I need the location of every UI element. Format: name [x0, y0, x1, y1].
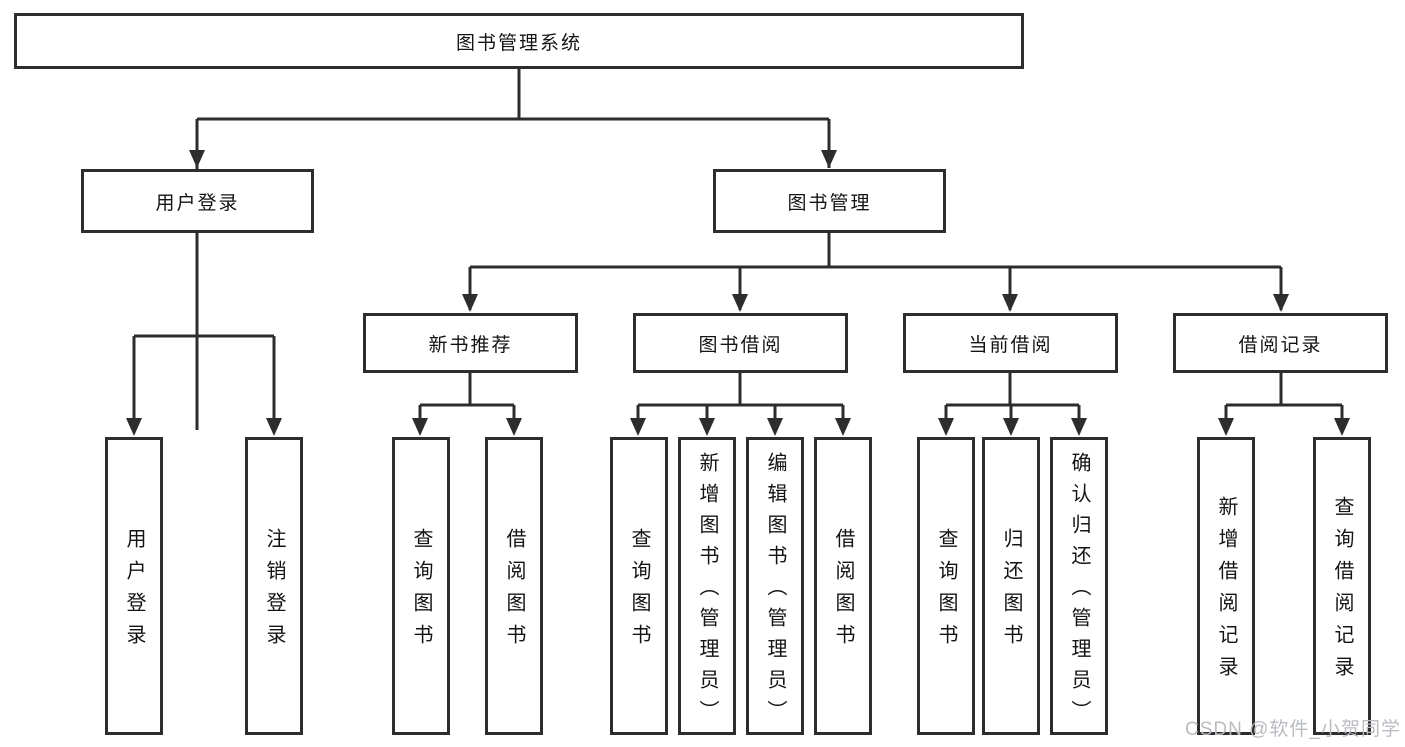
- leaf-query-books-recommend: 查询图书: [392, 437, 450, 735]
- node-label: 借阅记录: [1238, 334, 1323, 356]
- node-borrowing-records: 借阅记录: [1173, 313, 1388, 373]
- arrowheads: [126, 150, 1350, 436]
- leaf-return-books: 归还图书: [982, 437, 1040, 735]
- node-label: 注销登录: [263, 528, 285, 656]
- node-label: 用户登录: [155, 192, 240, 214]
- leaf-borrow-books: 借阅图书: [814, 437, 872, 735]
- node-label: 图书管理: [787, 192, 872, 214]
- leaf-query-books-current: 查询图书: [917, 437, 975, 735]
- csdn-watermark: CSDN @软件_小贺同学: [1185, 719, 1401, 740]
- node-current-borrowing: 当前借阅: [903, 313, 1118, 373]
- node-label: 查询图书: [628, 528, 650, 656]
- leaf-query-books-borrowing: 查询图书: [610, 437, 668, 735]
- leaf-logout: 注销登录: [245, 437, 303, 735]
- node-label: 借阅图书: [832, 528, 854, 656]
- node-label: 查询借阅记录: [1331, 496, 1353, 688]
- node-label: 新书推荐: [428, 334, 513, 356]
- node-label: 编辑图书（管理员）: [764, 452, 786, 731]
- node-label: 新增图书（管理员）: [696, 452, 718, 731]
- node-book-management: 图书管理: [713, 169, 946, 233]
- node-label: 新增借阅记录: [1215, 496, 1237, 688]
- node-label: 归还图书: [1000, 528, 1022, 656]
- node-book-borrowing: 图书借阅: [633, 313, 848, 373]
- node-new-book-recommend: 新书推荐: [363, 313, 578, 373]
- leaf-edit-books-admin: 编辑图书（管理员）: [746, 437, 804, 735]
- node-user-login: 用户登录: [81, 169, 314, 233]
- node-label: 查询图书: [410, 528, 432, 656]
- node-label: 借阅图书: [503, 528, 525, 656]
- node-label: 查询图书: [935, 528, 957, 656]
- node-label: 确认归还（管理员）: [1068, 452, 1090, 731]
- leaf-query-borrow-record: 查询借阅记录: [1313, 437, 1371, 735]
- node-label: 用户登录: [123, 528, 145, 656]
- leaf-add-books-admin: 新增图书（管理员）: [678, 437, 736, 735]
- leaf-add-borrow-record: 新增借阅记录: [1197, 437, 1255, 735]
- node-label: 图书管理系统: [455, 32, 582, 54]
- node-label: 图书借阅: [698, 334, 783, 356]
- leaf-user-login: 用户登录: [105, 437, 163, 735]
- leaf-borrow-books-recommend: 借阅图书: [485, 437, 543, 735]
- leaf-confirm-return-admin: 确认归还（管理员）: [1050, 437, 1108, 735]
- node-label: 当前借阅: [968, 334, 1053, 356]
- node-library-management-system: 图书管理系统: [14, 13, 1024, 69]
